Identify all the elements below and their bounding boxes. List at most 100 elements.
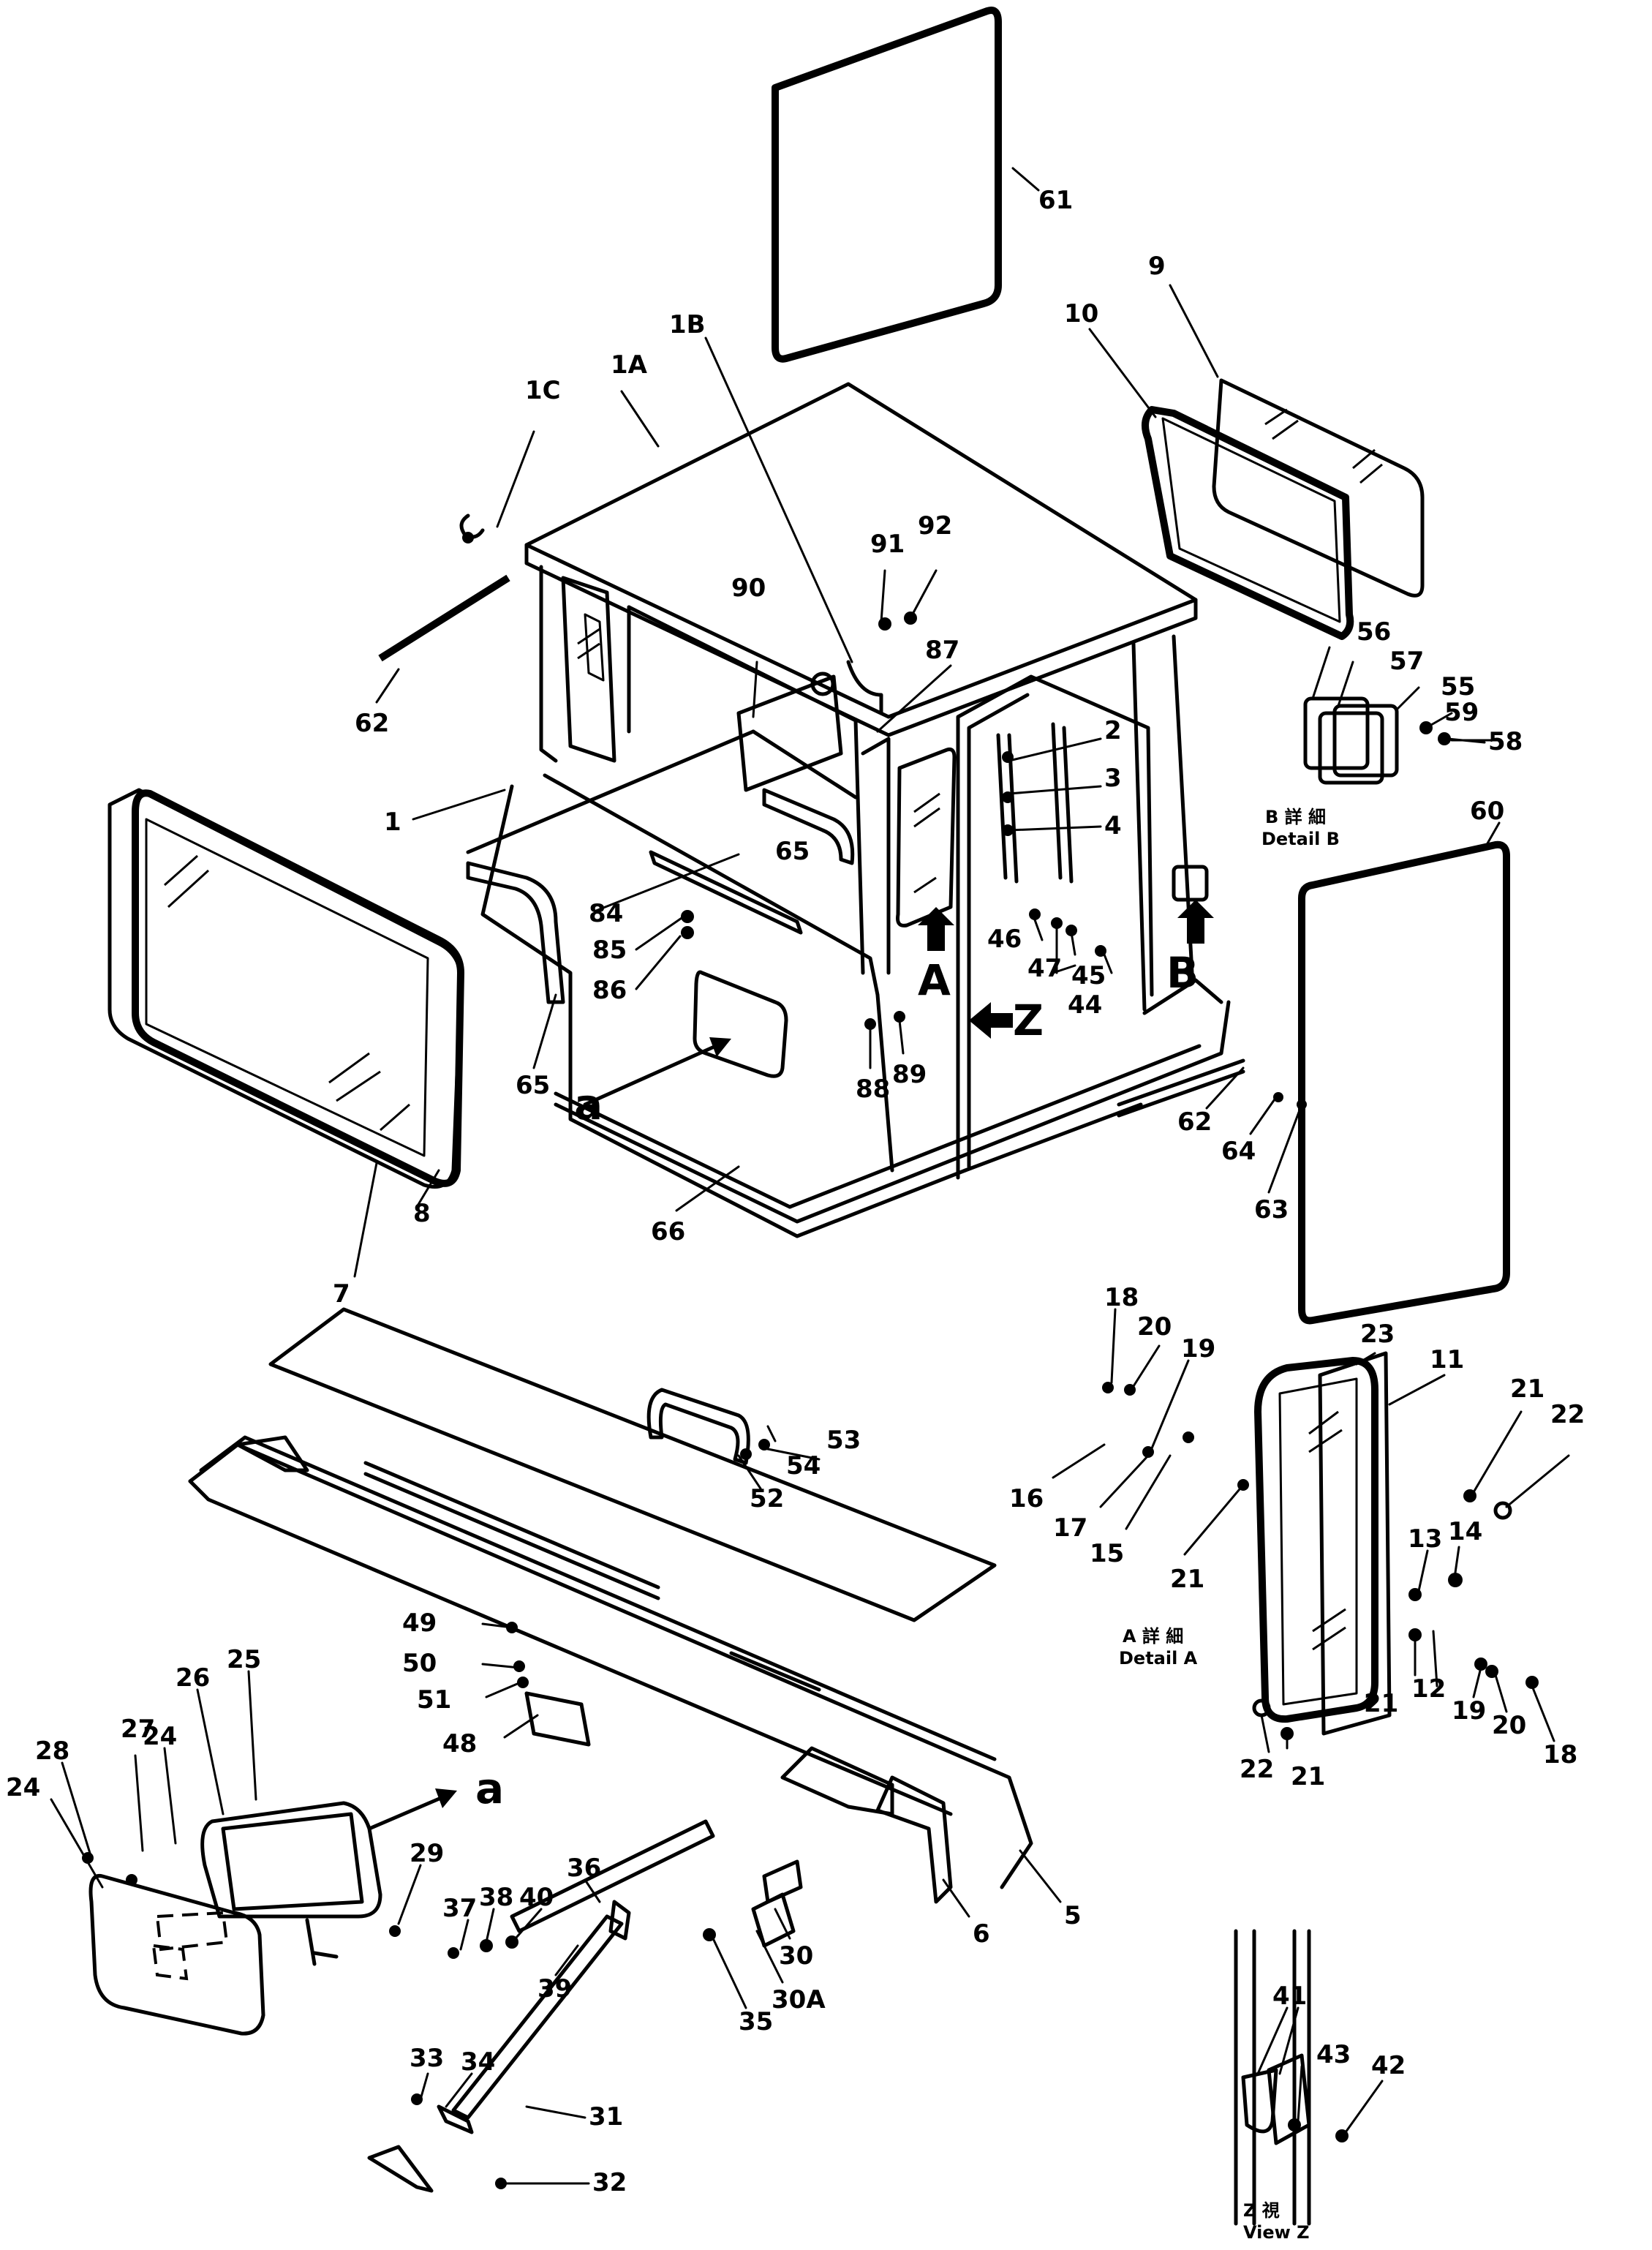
callout-42: 42 bbox=[1371, 2051, 1406, 2080]
callout-39: 39 bbox=[538, 1974, 572, 2003]
callout-labels: 61 9 10 1B 1A 1C 91 92 90 87 56 57 55 59… bbox=[6, 186, 1585, 2197]
callout-21-top: 21 bbox=[1510, 1374, 1544, 1404]
marker-Z: Z bbox=[1013, 996, 1044, 1045]
callout-31: 31 bbox=[589, 2102, 623, 2132]
callout-52: 52 bbox=[750, 1484, 784, 1513]
callout-19-bottom: 19 bbox=[1452, 1696, 1486, 1726]
callout-2: 2 bbox=[1104, 716, 1122, 745]
mirror-assembly bbox=[88, 1801, 382, 2036]
callout-87: 87 bbox=[925, 636, 959, 665]
callout-57: 57 bbox=[1389, 647, 1424, 676]
callout-62-right: 62 bbox=[1177, 1107, 1212, 1137]
callout-34: 34 bbox=[461, 2047, 495, 2077]
caption-view-z-kanji: Z 視 bbox=[1243, 2200, 1280, 2221]
callout-24-right: 24 bbox=[143, 1722, 177, 1751]
callout-7: 7 bbox=[333, 1279, 350, 1309]
callout-64: 64 bbox=[1221, 1137, 1256, 1166]
callout-40: 40 bbox=[519, 1883, 554, 1912]
marker-A: A bbox=[918, 955, 951, 1005]
callout-19-top: 19 bbox=[1181, 1334, 1215, 1363]
callout-18-bottom: 18 bbox=[1543, 1740, 1577, 1769]
marker-B: B bbox=[1166, 948, 1199, 998]
callout-6: 6 bbox=[973, 1919, 990, 1949]
callout-32: 32 bbox=[592, 2168, 627, 2197]
callout-92: 92 bbox=[918, 511, 952, 541]
callout-84: 84 bbox=[589, 899, 623, 928]
callout-63: 63 bbox=[1254, 1195, 1289, 1224]
callout-89: 89 bbox=[892, 1060, 927, 1089]
caption-view-z: View Z bbox=[1243, 2222, 1310, 2243]
callout-43: 43 bbox=[1316, 2040, 1351, 2069]
leader-lines bbox=[50, 167, 1570, 2185]
callout-48: 48 bbox=[442, 1729, 477, 1758]
callout-50: 50 bbox=[402, 1649, 437, 1678]
callout-44: 44 bbox=[1068, 990, 1102, 1020]
callout-66: 66 bbox=[651, 1217, 685, 1246]
callout-8: 8 bbox=[413, 1199, 431, 1228]
callout-88: 88 bbox=[856, 1075, 890, 1104]
callout-1: 1 bbox=[384, 808, 401, 837]
callout-1B: 1B bbox=[669, 310, 706, 339]
callout-85: 85 bbox=[592, 936, 627, 965]
callout-22-bottom: 22 bbox=[1240, 1755, 1274, 1784]
callout-4: 4 bbox=[1104, 811, 1122, 840]
callout-45: 45 bbox=[1071, 961, 1106, 990]
side-window-7-8 bbox=[108, 788, 464, 1189]
lower-frame bbox=[188, 1307, 1033, 1904]
captions: B 詳 細 Detail B A 詳 細 Detail A Z 視 View Z bbox=[1119, 807, 1340, 2243]
marker-a-top: a bbox=[574, 1080, 603, 1129]
callout-60: 60 bbox=[1470, 797, 1504, 826]
callout-62-top: 62 bbox=[355, 709, 389, 738]
callout-55: 55 bbox=[1441, 672, 1475, 701]
callout-28: 28 bbox=[35, 1737, 69, 1766]
marker-a-bottom: a bbox=[475, 1764, 504, 1813]
mirror-arm bbox=[367, 1819, 803, 2193]
callout-47: 47 bbox=[1027, 954, 1062, 983]
roof-glass-61 bbox=[772, 7, 1002, 363]
cab-body bbox=[378, 382, 1245, 1238]
callout-15: 15 bbox=[1090, 1539, 1124, 1568]
detail-b-parts bbox=[1303, 696, 1501, 785]
callout-3: 3 bbox=[1104, 764, 1122, 793]
callout-22-top: 22 bbox=[1550, 1400, 1585, 1429]
callout-11: 11 bbox=[1430, 1345, 1464, 1374]
callout-18-top: 18 bbox=[1104, 1283, 1139, 1312]
callout-61: 61 bbox=[1038, 186, 1073, 215]
door-11-23 bbox=[1254, 1351, 1392, 1736]
callout-21-mid: 21 bbox=[1170, 1565, 1204, 1594]
callout-9: 9 bbox=[1148, 252, 1166, 281]
callout-20-top: 20 bbox=[1137, 1312, 1172, 1342]
callout-65-left: 65 bbox=[516, 1071, 550, 1100]
callout-21-bottom: 21 bbox=[1291, 1762, 1325, 1791]
callout-30A: 30A bbox=[772, 1985, 826, 2014]
callout-46: 46 bbox=[987, 925, 1022, 954]
caption-detail-b-kanji: B 詳 細 bbox=[1265, 807, 1326, 827]
callout-23: 23 bbox=[1360, 1320, 1395, 1349]
callout-49: 49 bbox=[402, 1609, 437, 1638]
callout-86: 86 bbox=[592, 976, 627, 1005]
callout-30: 30 bbox=[779, 1941, 813, 1971]
caption-detail-a: Detail A bbox=[1119, 1648, 1198, 1668]
rear-window-9-10 bbox=[1142, 378, 1425, 640]
callout-54: 54 bbox=[786, 1451, 821, 1480]
callout-13: 13 bbox=[1408, 1524, 1442, 1554]
caption-detail-a-kanji: A 詳 細 bbox=[1123, 1626, 1183, 1647]
callout-12: 12 bbox=[1411, 1674, 1446, 1704]
callout-10: 10 bbox=[1064, 299, 1098, 328]
callout-17: 17 bbox=[1053, 1513, 1087, 1543]
callout-91: 91 bbox=[870, 530, 905, 559]
callout-90: 90 bbox=[731, 573, 766, 603]
caption-detail-b: Detail B bbox=[1261, 829, 1340, 849]
callout-38: 38 bbox=[479, 1883, 513, 1912]
callout-33: 33 bbox=[410, 2044, 444, 2073]
callout-21-low: 21 bbox=[1364, 1689, 1398, 1718]
callout-26: 26 bbox=[176, 1663, 210, 1693]
callout-35: 35 bbox=[739, 2007, 773, 2036]
callout-27: 27 bbox=[121, 1715, 155, 1744]
callout-1C: 1C bbox=[525, 376, 561, 405]
callout-5: 5 bbox=[1064, 1901, 1082, 1930]
callout-14: 14 bbox=[1448, 1517, 1482, 1546]
callout-25: 25 bbox=[227, 1645, 261, 1674]
callout-65-mid: 65 bbox=[775, 837, 810, 866]
